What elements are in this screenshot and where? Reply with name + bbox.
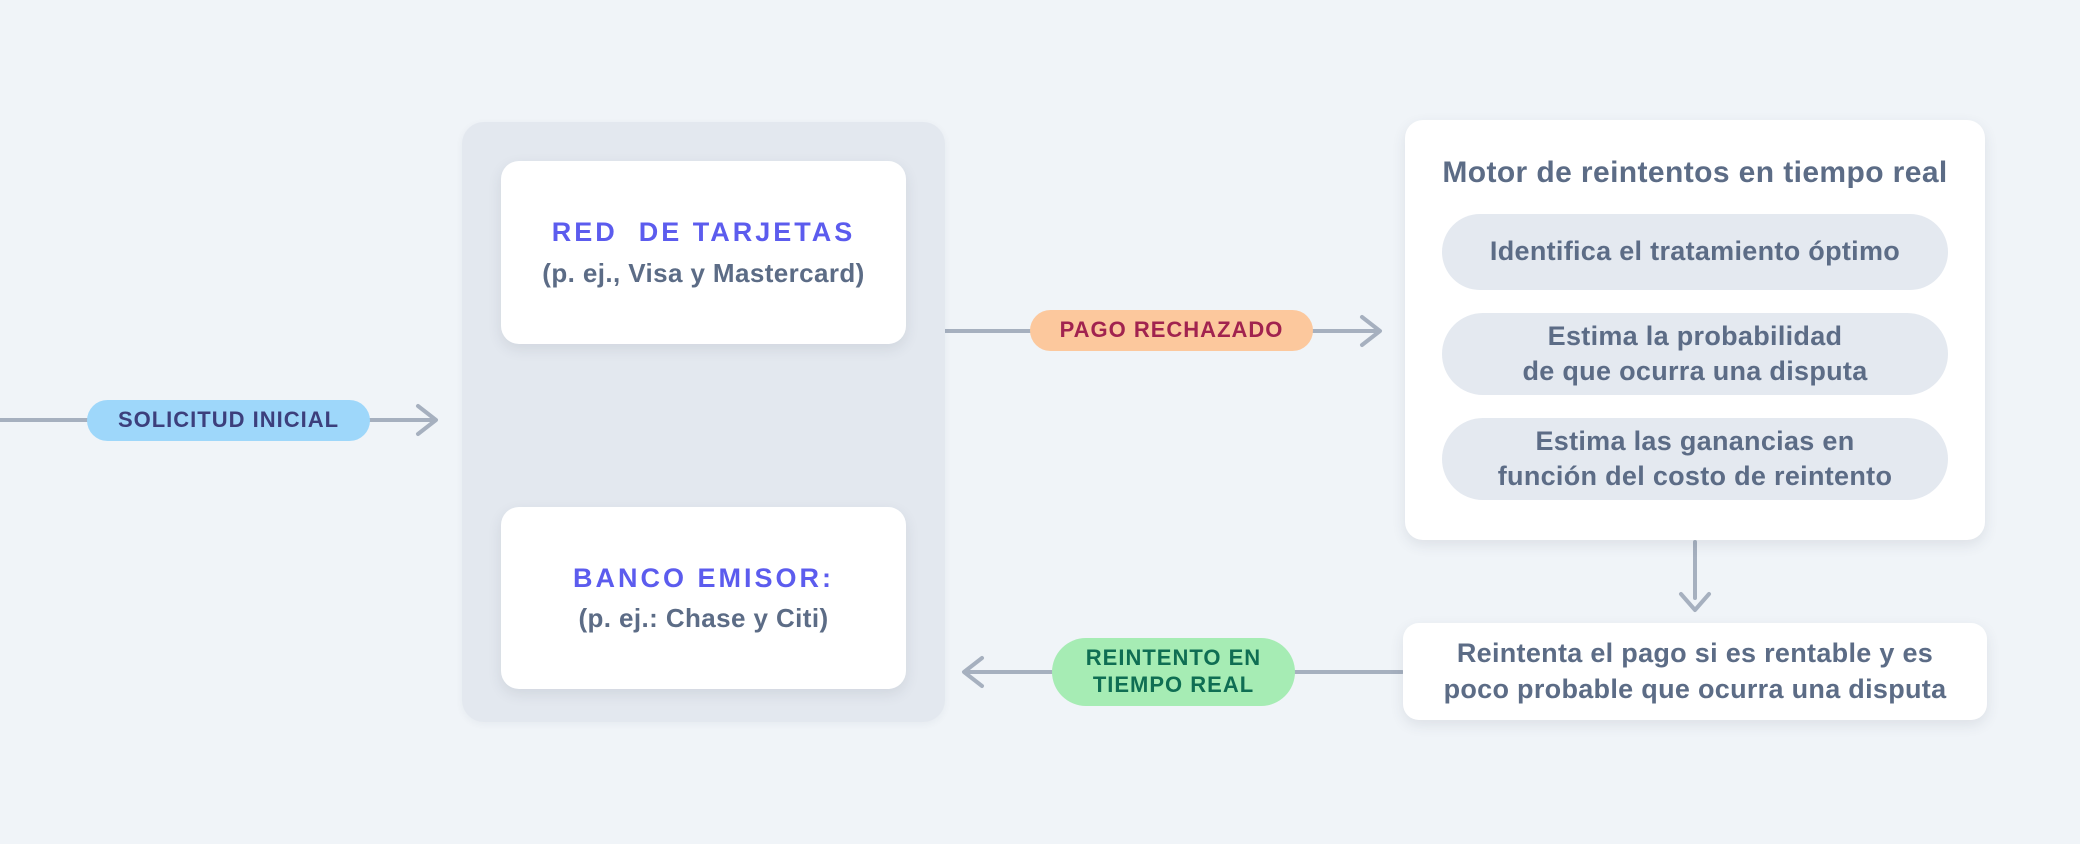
issuing-bank-title: BANCO EMISOR: [573,562,834,593]
retry-engine-steps: Identifica el tratamiento óptimo Estima … [1442,214,1948,500]
issuing-bank-card: BANCO EMISOR: (p. ej.: Chase y Citi) [501,507,906,689]
arrow-down-engine-to-outcome-icon [1679,540,1711,612]
card-network-subtitle: (p. ej., Visa y Mastercard) [542,257,865,288]
card-network-card: RED DE TARJETAS (p. ej., Visa y Masterca… [501,161,906,344]
issuing-bank-subtitle: (p. ej.: Chase y Citi) [578,603,829,634]
card-network-title: RED DE TARJETAS [551,217,856,248]
realtime-retry-badge: REINTENTO EN TIEMPO REAL [1052,638,1295,706]
retry-engine-title: Motor de reintentos en tiempo real [1442,156,1948,189]
declined-payment-badge: PAGO RECHAZADO [1030,310,1313,351]
retry-engine-step: Estima la probabilidad de que ocurra una… [1442,313,1948,395]
retry-outcome-card: Reintenta el pago si es rentable y es po… [1403,623,1987,720]
retry-engine-step: Estima las ganancias en función del cost… [1442,418,1948,500]
initial-request-badge: SOLICITUD INICIAL [87,400,370,441]
retry-engine-step: Identifica el tratamiento óptimo [1442,214,1948,290]
retry-engine-card: Motor de reintentos en tiempo real Ident… [1405,120,1985,540]
